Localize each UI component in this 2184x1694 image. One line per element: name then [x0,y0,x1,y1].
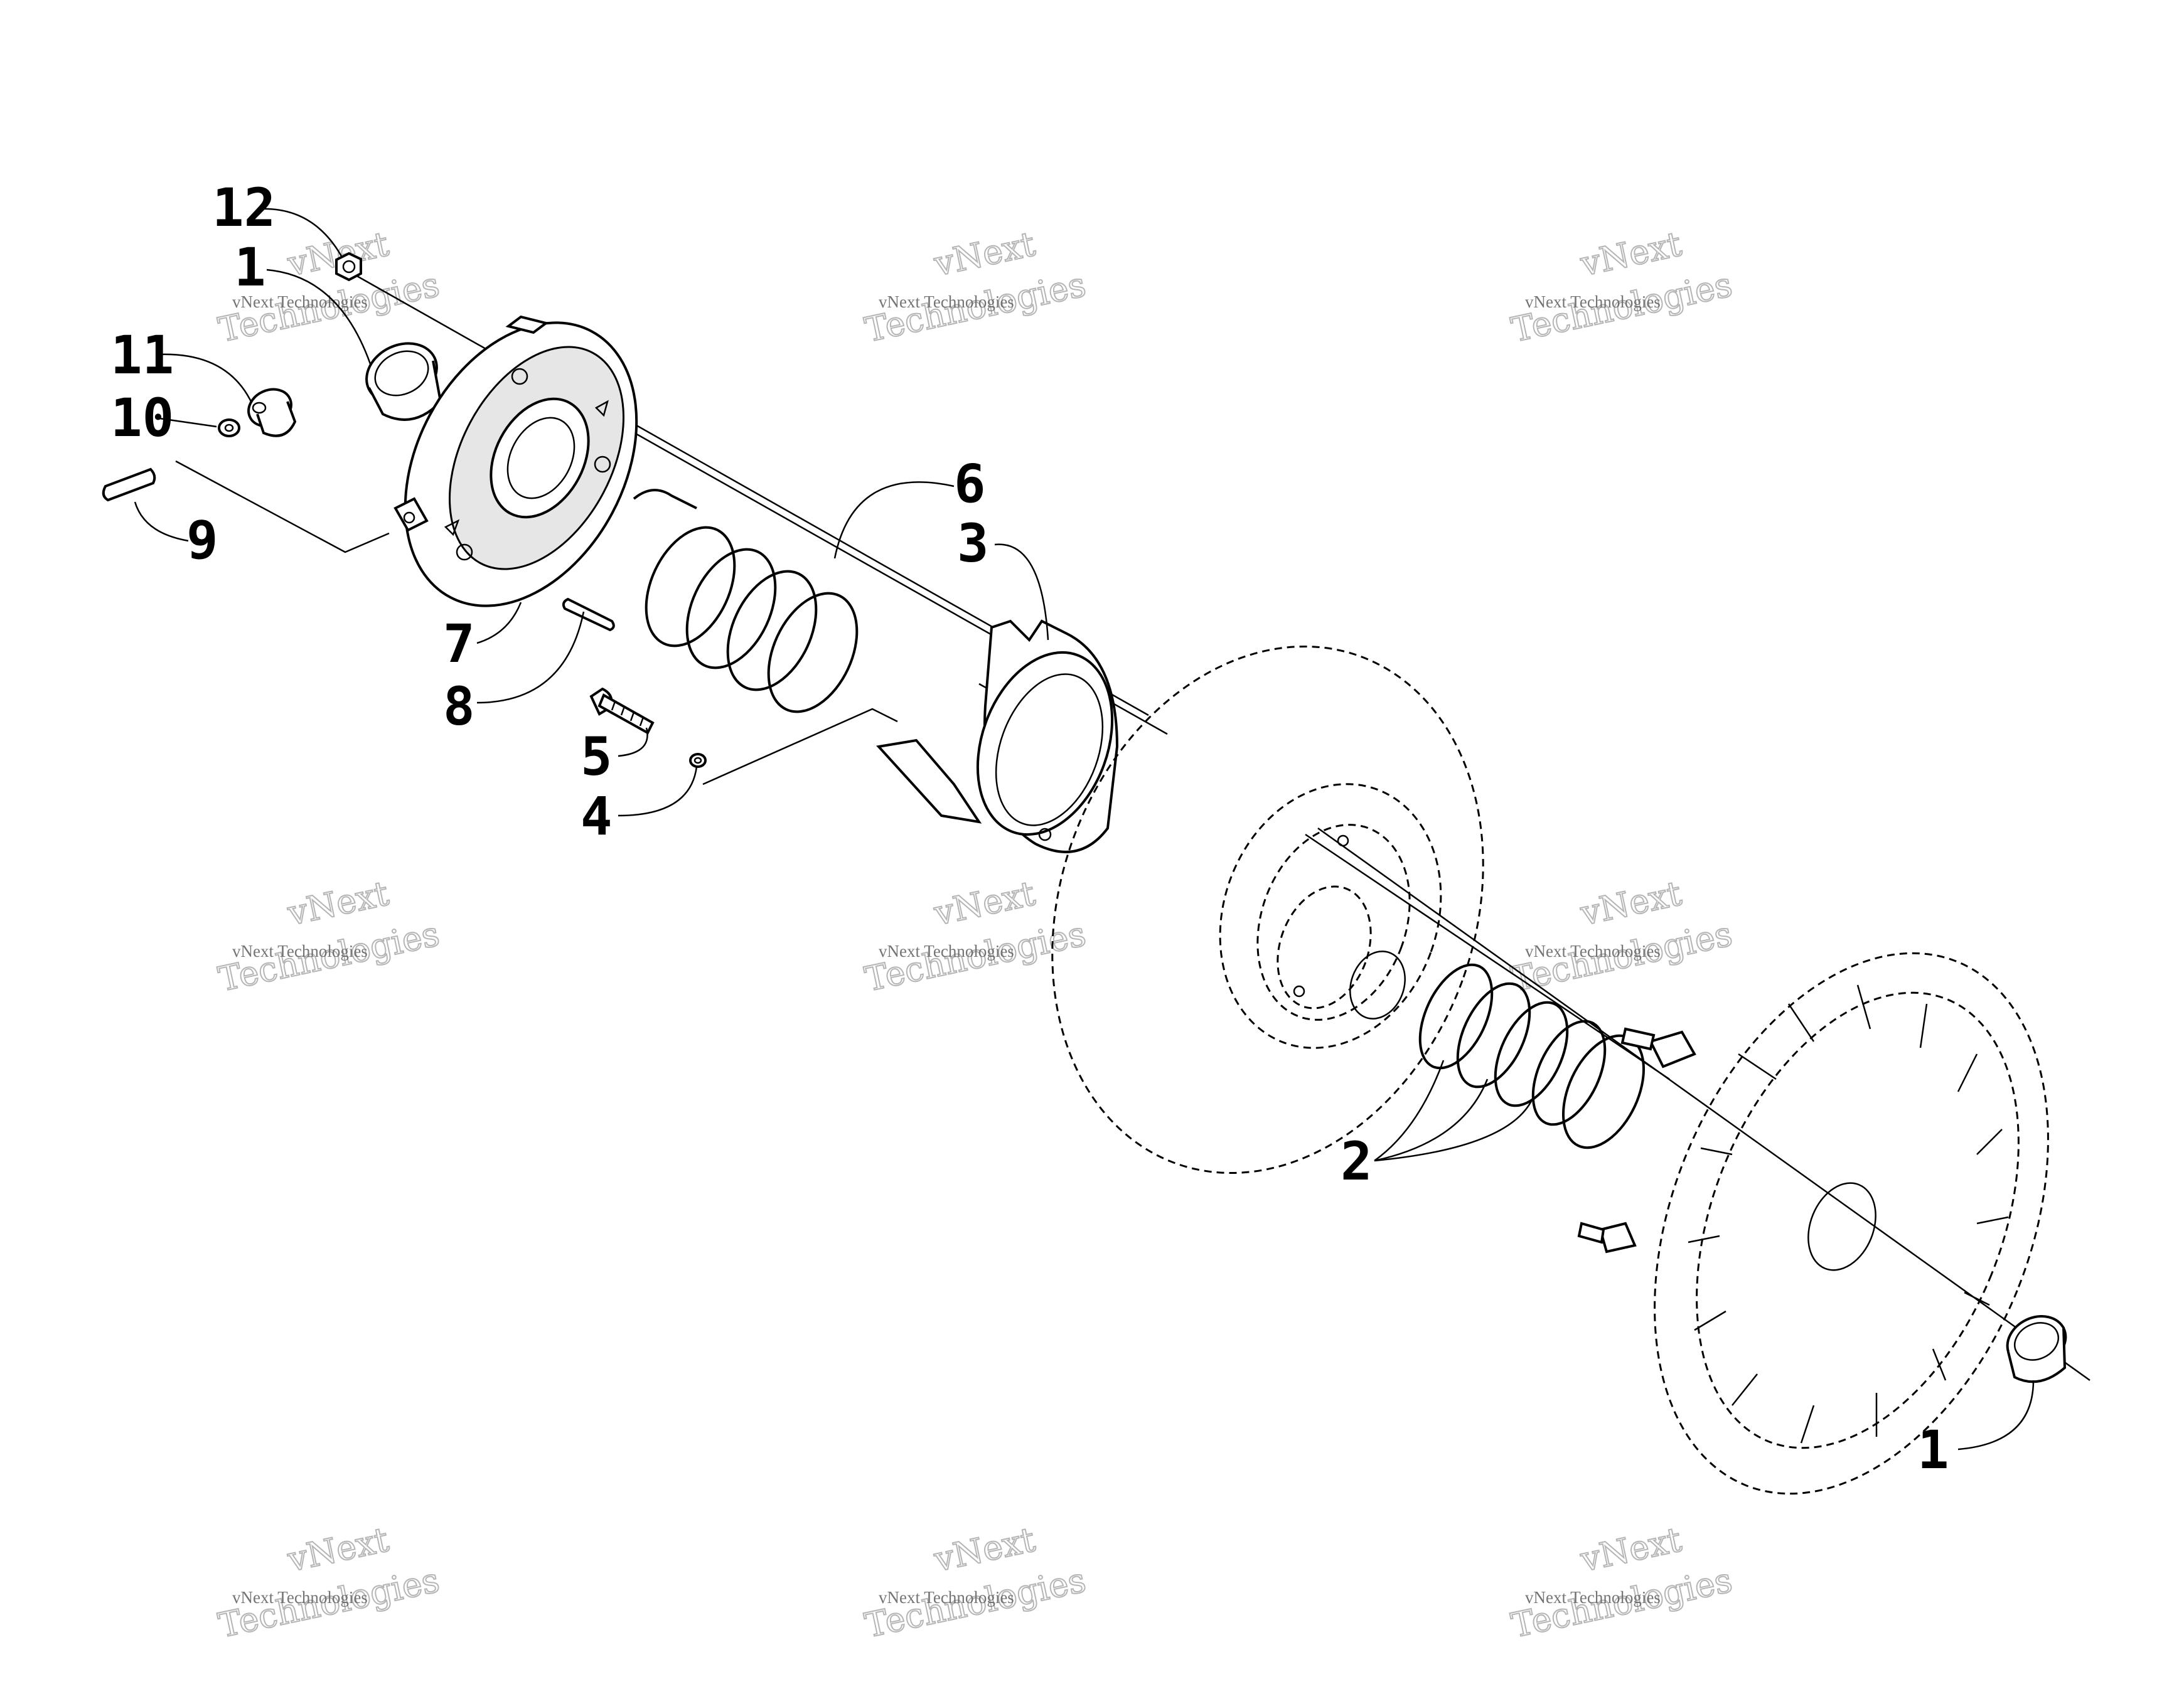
leader-line [266,269,372,365]
watermark-text: vNext [284,873,392,934]
leader-line [159,417,217,428]
leader-line [994,543,1049,641]
watermark-text: vNext Technologies [232,942,368,961]
callouts: 12 1 11 10 9 7 8 6 3 5 4 2 1 [110,177,1949,1481]
leader-lines [134,208,2035,1451]
callout-11: 11 [110,324,174,386]
callout-6: 6 [954,453,986,514]
watermark-text: vNext [1576,1520,1685,1580]
watermark-text: vNext [930,224,1039,284]
callout-10: 10 [110,387,174,449]
watermark: vNext Technologies vNext Technologies [861,1519,1090,1646]
callout-4: 4 [581,786,613,847]
watermark: vNext Technologies vNext Technologies [215,873,444,1000]
watermark: vNext Technologies vNext Technologies [861,873,1090,1000]
leader-line [702,708,898,786]
leader-line [1374,1079,1489,1162]
watermark-text: vNext [930,1520,1039,1580]
leader-line [175,460,390,553]
spider-cover-part [393,315,638,607]
watermark: vNext Technologies vNext Technologies [215,1519,444,1646]
roller-part [247,388,297,437]
watermark: vNext Technologies vNext Technologies [1507,223,1737,351]
leader-line [156,353,252,402]
callout-5: 5 [581,726,613,787]
helix-cam-part [876,619,1119,853]
leader-line [618,727,648,757]
leader-line [476,611,585,704]
nut-part [335,252,362,282]
watermark-text: vNext Technologies [1525,942,1661,961]
bushing-bottom-part [2006,1315,2067,1383]
watermark-text: vNext Technologies [879,292,1014,311]
callout-7: 7 [443,613,475,674]
watermark-text: vNext Technologies [1525,1588,1661,1607]
callout-9: 9 [186,509,218,571]
torsion-spring-part [633,489,859,713]
watermark-text: vNext [1576,873,1685,934]
watermark: vNext Technologies vNext Technologies [861,223,1090,351]
washer-part [218,418,240,437]
compression-spring-part [1418,963,1646,1149]
watermark-text: vNext Technologies [232,292,368,311]
leader-line [134,501,189,542]
callout-2: 2 [1341,1131,1373,1192]
movable-sheave-part [1051,645,1484,1175]
callout-1: 1 [234,237,266,298]
pin-part [102,467,156,502]
callout-1: 1 [1917,1419,1949,1481]
callout-8: 8 [443,676,475,737]
watermark-text: vNext [284,1520,392,1580]
watermark-text: vNext Technologies [879,1588,1014,1607]
bushing-top-part [365,342,442,421]
fixed-sheave-part [1577,952,2049,1495]
watermark: vNext Technologies vNext Technologies [1507,1519,1737,1646]
roll-pin-part [562,597,615,632]
callout-12: 12 [212,177,276,238]
leader-line [1374,1060,1445,1162]
watermark-text: vNext [930,873,1039,934]
rear-axis-line [1317,827,2090,1382]
leader-line [1957,1380,2035,1451]
watermark: vNext Technologies vNext Technologies [1507,873,1737,1000]
leader-line [1374,1100,1533,1162]
leader-line [476,602,522,644]
watermark-text: vNext [1576,224,1685,284]
leader-line [260,208,343,258]
watermark-text: vNext Technologies [1525,292,1661,311]
leader-line [618,766,698,817]
watermark-text: vNext Technologies [879,942,1014,961]
callout-3: 3 [957,513,989,574]
leader-line [833,481,955,559]
watermark-text: vNext Technologies [232,1588,368,1607]
small-washer-part [689,753,707,768]
